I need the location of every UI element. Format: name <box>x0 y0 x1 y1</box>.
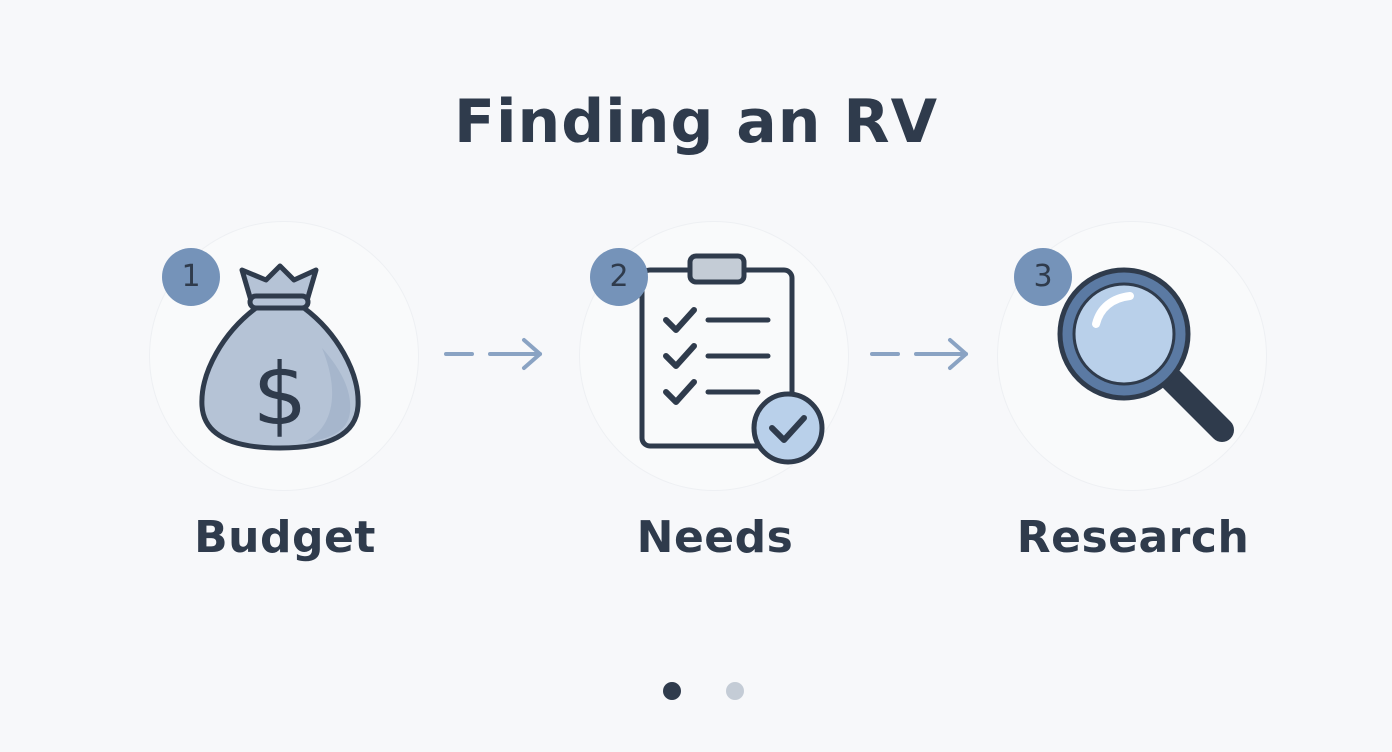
pagination-dot-2[interactable] <box>726 682 744 700</box>
step-number-badge: 3 <box>1014 248 1072 306</box>
pagination-dots <box>0 682 1392 702</box>
step-budget: $ 1 Budget <box>150 222 420 582</box>
step-needs: 2 Needs <box>580 222 850 582</box>
page-title: Finding an RV <box>453 87 939 157</box>
step-number-badge: 1 <box>162 248 220 306</box>
step-number-badge: 2 <box>590 248 648 306</box>
money-bag-icon: $ <box>199 263 361 451</box>
magnifying-glass-icon <box>1057 267 1234 442</box>
step-label: Budget <box>194 512 376 563</box>
step-label: Research <box>1016 512 1250 563</box>
checklist-clipboard-icon <box>639 253 825 465</box>
step-research: 3 Research <box>998 222 1268 582</box>
step-label: Needs <box>636 512 794 563</box>
arrow-right-icon <box>870 338 968 370</box>
svg-text:$: $ <box>253 345 308 445</box>
arrow-right-icon <box>444 338 542 370</box>
pagination-dot-1[interactable] <box>663 682 681 700</box>
